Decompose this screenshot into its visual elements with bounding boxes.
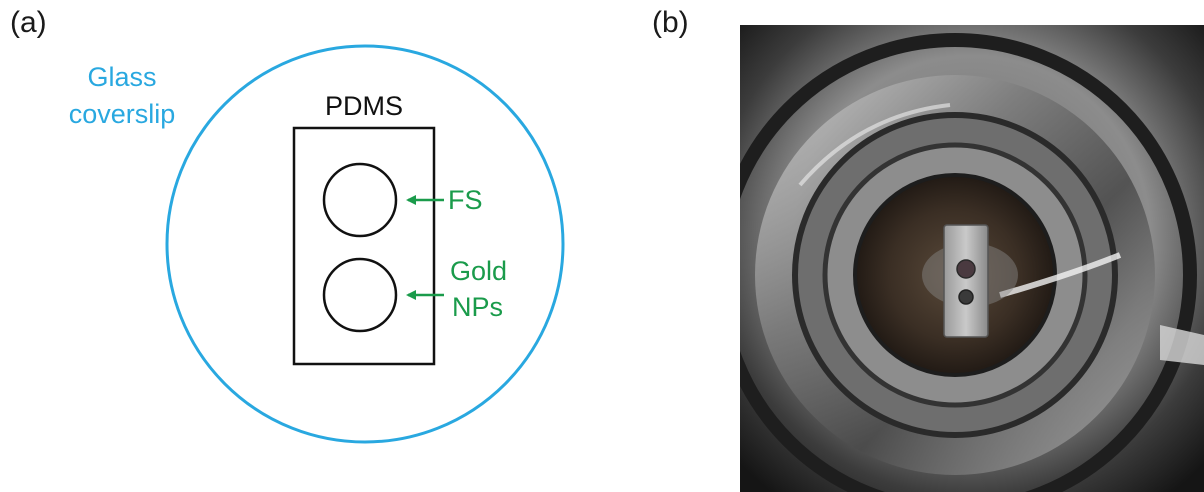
light-reflection-2 [798, 103, 951, 187]
pdms-slab [943, 224, 989, 338]
photo-well-2 [958, 289, 974, 305]
clip [1160, 325, 1204, 365]
glass-coverslip-circle [165, 44, 565, 444]
schematic-diagram: Glass coverslip PDMS FS Gold NPs [69, 44, 565, 444]
coverslip-label-line2: coverslip [69, 99, 176, 129]
panel-label-b: (b) [652, 6, 689, 39]
photo-well-1 [956, 259, 976, 279]
outer-groove [740, 33, 1197, 492]
gold-nps-well [322, 257, 398, 333]
gold-label-line1: Gold [450, 256, 507, 286]
fs-label: FS [448, 185, 483, 215]
pdms-label: PDMS [325, 91, 403, 121]
pdms-block [292, 126, 436, 366]
light-reflection [999, 252, 1122, 298]
coverslip-label-line1: Glass [87, 62, 156, 92]
panel-label-a: (a) [10, 6, 47, 39]
fs-well [322, 162, 398, 238]
gold-label-line2: NPs [452, 292, 503, 322]
sample-holder-photo-drawing [740, 25, 1204, 492]
sample-holder-photo [740, 25, 1204, 492]
